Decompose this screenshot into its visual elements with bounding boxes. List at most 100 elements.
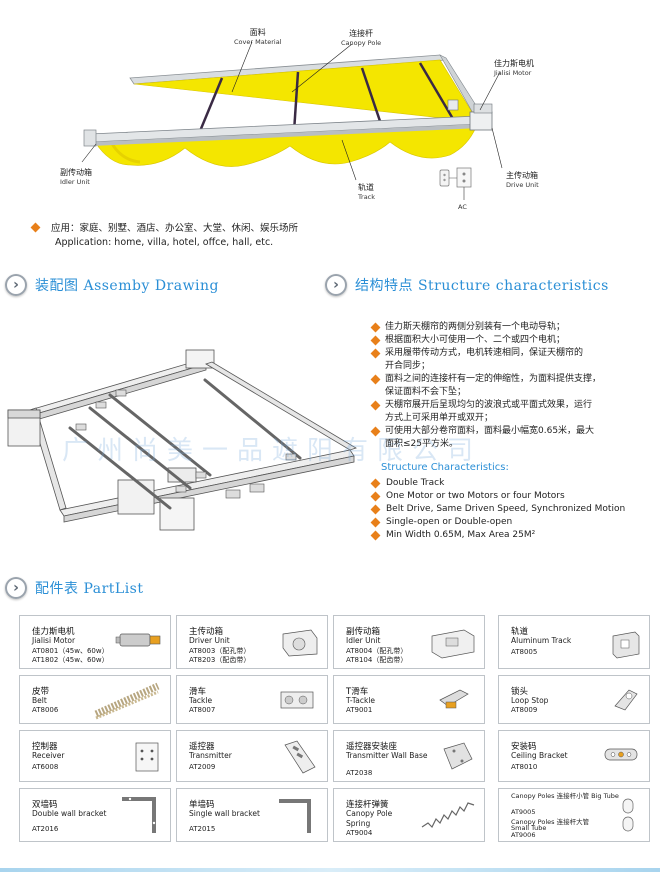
single-bracket-icon	[279, 799, 311, 833]
diamond-bullet-icon	[370, 491, 381, 502]
spring-icon	[421, 802, 475, 829]
part-card: 双墙码 Double wall bracket AT2016	[19, 788, 171, 842]
part-name-cn: 轨道	[511, 627, 529, 637]
idler-unit-icon	[431, 629, 475, 659]
motor-label-en: Jialisi Motor	[494, 69, 532, 77]
part-code: AT9006	[511, 831, 536, 839]
part-card: 副传动箱 Idler Unit AT8004（配孔带） AT8104（配齿带）	[333, 615, 485, 669]
diamond-bullet-icon	[370, 517, 381, 528]
track-label-en: Track	[358, 193, 376, 201]
point-en: Double Track	[386, 478, 445, 488]
point-cn: 开合同步；	[385, 361, 431, 371]
part-name-cn: 遥控器安装座	[346, 742, 398, 752]
part-card: 控制器 Receiver AT6008	[19, 730, 171, 782]
assembly-title-en: Assemby Drawing	[83, 278, 220, 294]
tube-icon	[622, 798, 634, 832]
part-code: AT0801（45w、60w）	[32, 647, 109, 655]
motor-icon	[115, 633, 161, 647]
part-code: AT6008	[32, 763, 59, 771]
point-cn: 面料之间的连接杆有一定的伸缩性，为面料提供支撑，	[385, 374, 602, 384]
point-cn: 采用履带传动方式，电机转速相同，保证天棚帘的	[385, 348, 584, 358]
application-en: Application: home, villa, hotel, offce, …	[55, 237, 274, 248]
point-cn: 保证面料不会下坠；	[385, 387, 467, 397]
track-icon	[612, 631, 640, 659]
point-cn: 可使用大部分卷帘面料，面料最小幅宽0.65米，最大	[385, 426, 595, 436]
part-code: Canopy Poles 连接杆大管	[511, 818, 590, 826]
part-card: 佳力斯电机 Jialisi Motor AT0801（45w、60w） AT18…	[19, 615, 171, 669]
motor-label: 佳力斯电机 Jialisi Motor	[494, 58, 534, 77]
part-code: AT9005	[511, 808, 536, 816]
diamond-bullet-icon	[370, 478, 381, 489]
structure-points-en: Double Track One Motor or two Motors or …	[370, 477, 657, 542]
part-code: AT8005	[511, 648, 538, 656]
part-name-en: Transmitter	[189, 751, 232, 760]
point-en: Belt Drive, Same Driven Speed, Synchroni…	[386, 504, 626, 514]
pole-label-cn: 连接杆	[349, 29, 374, 38]
canopy-diagram	[81, 41, 503, 200]
part-name-en: Double wall bracket	[32, 809, 107, 818]
part-name-cn: 双墙码	[32, 800, 58, 810]
diamond-bullet-icon	[370, 504, 381, 515]
part-code: AT2016	[32, 825, 59, 833]
part-name-cn: 皮带	[32, 687, 50, 697]
double-bracket-icon	[122, 797, 156, 833]
part-code: AT8003（配孔带）	[189, 647, 251, 655]
cover-label-en: Cover Material	[234, 38, 282, 46]
part-name-cn: 主传动箱	[189, 627, 224, 637]
part-name-cn: 锁头	[511, 687, 529, 697]
tackle-icon	[280, 691, 314, 709]
part-code: AT8104（配齿带）	[346, 656, 408, 664]
part-name-en: Receiver	[32, 751, 65, 760]
partlist-title-cn: 配件表	[35, 581, 79, 597]
structure-en-title: Structure Characteristics:	[381, 462, 509, 473]
part-card: 皮带 Belt AT8006	[19, 675, 171, 724]
point-cn: 天棚帘展开后呈现均匀的波浪式或平面式效果，运行	[385, 400, 593, 410]
part-name-en: Jialisi Motor	[32, 636, 76, 645]
structure-title-cn: 结构特点	[355, 278, 413, 294]
part-code: AT2015	[189, 825, 216, 833]
part-code: AT1802（45w、60w）	[32, 656, 109, 664]
structure-header: › 结构特点 Structure characteristics	[325, 274, 609, 296]
drive-label: 主传动箱 Drive Unit	[506, 170, 539, 189]
part-name-cn: 副传动箱	[346, 627, 381, 637]
wall-base-icon	[443, 742, 473, 770]
part-name-en: Aluminum Track	[511, 636, 572, 645]
track-label: 轨道 Track	[358, 182, 375, 201]
chevron-right-icon: ›	[5, 274, 27, 296]
part-card: 锁头 Loop Stop AT8009	[498, 675, 650, 724]
application-block: 应用：家庭、别墅、酒店、办公室、大堂、休闲、娱乐场所 Application: …	[30, 220, 299, 248]
part-card: T滑车 T-Tackle AT9001	[333, 675, 485, 724]
part-name-en: Idler Unit	[346, 636, 381, 645]
drive-label-cn: 主传动箱	[506, 171, 538, 180]
part-code: AT8004（配孔带）	[346, 647, 408, 655]
point-cn: 方式上可采用单开或双开；	[385, 413, 494, 423]
part-card: 滑车 Tackle AT8007	[176, 675, 328, 724]
cover-label: 面料 Cover Material	[234, 27, 282, 46]
part-code: AT9001	[346, 706, 373, 714]
part-card: 遥控器 Transmitter AT2009	[176, 730, 328, 782]
part-name-en: Ceiling Bracket	[511, 751, 568, 760]
part-name-cn: T滑车	[346, 687, 369, 697]
ac-label: AC	[458, 203, 467, 211]
part-card: 主传动箱 Driver Unit AT8003（配孔带） AT8203（配齿带）	[176, 615, 328, 669]
part-name-cn: 佳力斯电机	[32, 627, 75, 637]
diamond-bullet-icon	[30, 222, 41, 232]
application-cn: 应用：家庭、别墅、酒店、办公室、大堂、休闲、娱乐场所	[51, 223, 299, 234]
part-name-en: Tackle	[189, 696, 213, 705]
bottom-divider	[0, 868, 660, 872]
part-name-cn: 连接杆弹簧	[346, 800, 389, 810]
partlist-title-en: PartList	[83, 581, 144, 597]
point-en: Single-open or Double-open	[386, 517, 513, 527]
diamond-bullet-icon	[370, 322, 381, 333]
ceiling-bracket-icon	[604, 748, 638, 761]
motor-label-cn: 佳力斯电机	[494, 59, 534, 68]
pole-label: 连接杆 Canopy Pole	[341, 28, 381, 47]
part-name-en: Canopy Pole Spring	[346, 809, 393, 828]
belt-icon	[94, 682, 160, 720]
part-name-cn: 安装码	[511, 742, 537, 752]
idler-label-cn: 副传动箱	[60, 168, 92, 177]
part-card: 轨道 Aluminum Track AT8005	[498, 615, 650, 669]
track-label-cn: 轨道	[358, 183, 374, 192]
part-name-en: Driver Unit	[189, 636, 230, 645]
part-name-en: Transmitter Wall Base	[346, 751, 428, 760]
